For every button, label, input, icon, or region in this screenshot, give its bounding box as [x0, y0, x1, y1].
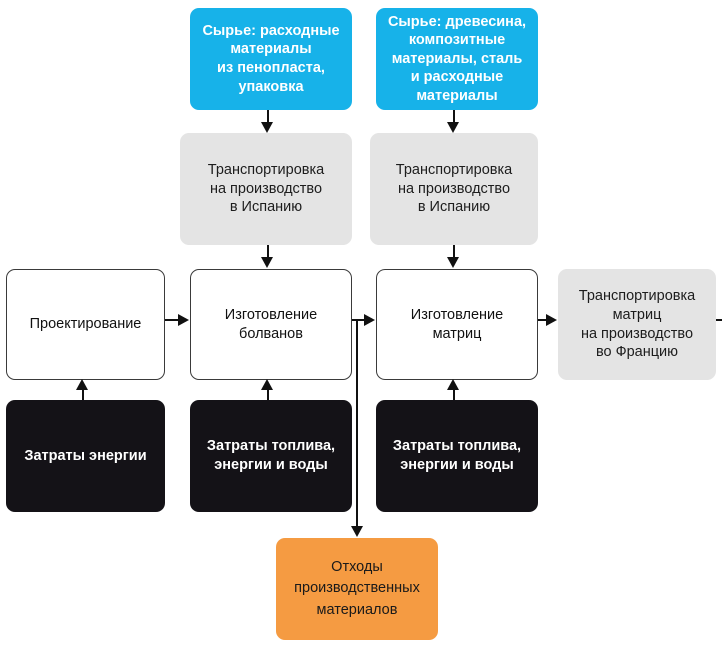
- node-process-design: Проектирование: [6, 269, 165, 380]
- node-process-plugs: Изготовление болванов: [190, 269, 352, 380]
- connector-molds-to-france: [538, 319, 548, 321]
- arrowhead-fuel1-to-plugs: [261, 379, 273, 390]
- node-input-fuel-1: Затраты топлива, энергии и воды: [190, 400, 352, 512]
- connector-fuel2-to-molds: [453, 388, 455, 400]
- connector-trunk-to-molds: [356, 319, 366, 321]
- arrowhead-transport2-to-molds: [447, 257, 459, 268]
- node-transport-spain-1: Транспортировка на производство в Испани…: [180, 133, 352, 245]
- arrowhead-wood-to-transport: [447, 122, 459, 133]
- arrowhead-foam-to-transport: [261, 122, 273, 133]
- connector-france-to-offscreen: [716, 319, 722, 321]
- node-process-molds: Изготовление матриц: [376, 269, 538, 380]
- connector-trunk-vertical: [356, 319, 358, 527]
- connector-wood-to-transport: [453, 110, 455, 123]
- arrowhead-energy-to-design: [76, 379, 88, 390]
- connector-transport1-to-plugs: [267, 245, 269, 258]
- arrowhead-design-to-plugs: [178, 314, 189, 326]
- connector-energy-to-design: [82, 388, 84, 400]
- arrowhead-transport1-to-plugs: [261, 257, 273, 268]
- connector-design-to-plugs: [165, 319, 179, 321]
- arrowhead-trunk-to-molds: [364, 314, 375, 326]
- node-waste-materials: Отходы производственных материалов: [276, 538, 438, 640]
- arrowhead-fuel2-to-molds: [447, 379, 459, 390]
- node-source-foam: Сырье: расходные материалы из пенопласта…: [190, 8, 352, 110]
- connector-fuel1-to-plugs: [267, 388, 269, 400]
- connector-transport2-to-molds: [453, 245, 455, 258]
- node-input-fuel-2: Затраты топлива, энергии и воды: [376, 400, 538, 512]
- arrowhead-molds-to-france: [546, 314, 557, 326]
- connector-foam-to-transport: [267, 110, 269, 123]
- node-transport-spain-2: Транспортировка на производство в Испани…: [370, 133, 538, 245]
- node-input-energy: Затраты энергии: [6, 400, 165, 512]
- arrowhead-trunk-to-waste: [351, 526, 363, 537]
- node-source-wood: Сырье: древесина, композитные материалы,…: [376, 8, 538, 110]
- node-transport-france: Транспортировка матриц на производство в…: [558, 269, 716, 380]
- connector-plugs-to-trunk: [352, 319, 358, 321]
